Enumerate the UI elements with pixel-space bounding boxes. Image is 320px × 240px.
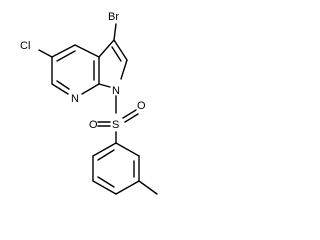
bond-n1-c7a [98, 83, 111, 88]
bond-aryl-6 [92, 142, 117, 157]
oxygen-left-label: O [89, 119, 98, 131]
oxygen-right-label: O [137, 100, 146, 112]
atom-labels: Br Cl N N S O O [20, 11, 146, 131]
bond-aryl-3 [115, 180, 140, 195]
bond-lines [38, 23, 158, 195]
bond-c5-c6-double [56, 50, 76, 62]
bromine-label: Br [108, 11, 119, 23]
chemical-structure-diagram: Br Cl N N S O O [20, 11, 158, 195]
bond-c3a-c3 [98, 39, 115, 58]
bond-aryl-double-b [97, 176, 115, 188]
bond-c6-n7-double [56, 80, 70, 90]
bond-c2-n1 [120, 59, 128, 80]
bond-c6-n7 [51, 83, 69, 95]
bond-s-o-right [122, 109, 137, 119]
pyrrole-nitrogen-label: N [112, 85, 120, 97]
bond-aryl-double-c [97, 149, 115, 161]
bond-c3-c2 [113, 39, 128, 61]
bond-s-o-right-double [124, 113, 139, 123]
bond-c3-c2-double [111, 46, 122, 62]
bond-c3a-c4 [74, 44, 100, 58]
pyridine-nitrogen-label: N [71, 93, 79, 105]
bond-c5-c6 [51, 44, 76, 58]
bond-aryl-4 [92, 180, 117, 195]
bond-aryl-1 [115, 142, 140, 157]
bond-n7-c7a [81, 83, 100, 95]
bond-c5-cl [38, 49, 53, 58]
bond-methyl [138, 180, 158, 195]
bond-c3-br [113, 23, 117, 41]
sulfur-label: S [112, 119, 119, 131]
chlorine-label: Cl [20, 40, 30, 52]
